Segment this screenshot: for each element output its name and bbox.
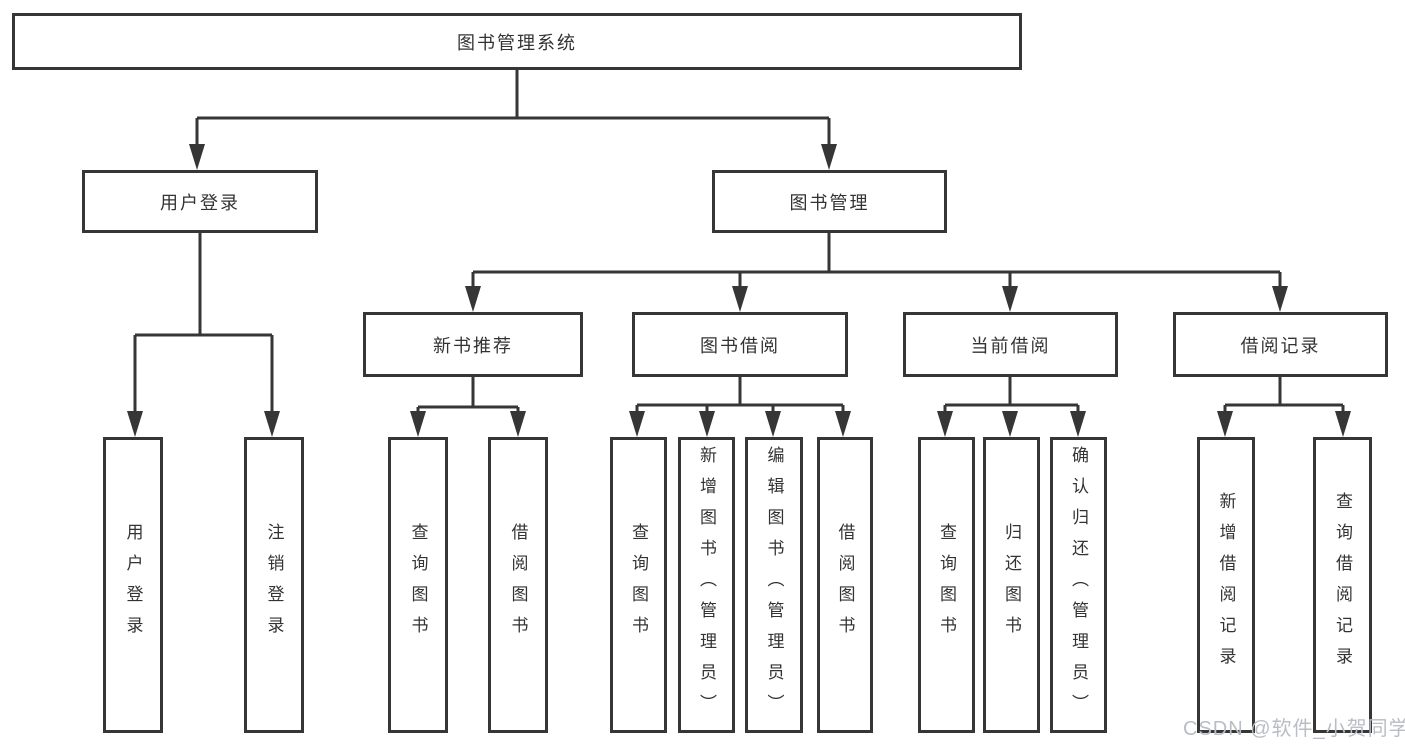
node-book-borrow: 图书借阅 — [632, 312, 848, 377]
node-label: 查询借阅记录 — [1333, 492, 1352, 678]
node-label: 确认归还（管理员） — [1069, 445, 1088, 725]
node-new-book-recommend: 新书推荐 — [363, 312, 583, 377]
arrow-down-icon — [264, 411, 280, 437]
leaf-borrow-query-books: 查询图书 — [610, 437, 667, 733]
node-label: 编辑图书（管理员） — [764, 445, 784, 725]
node-label: 图书借阅 — [700, 335, 780, 356]
arrow-down-icon — [1272, 286, 1288, 312]
leaf-borrow-borrow-books: 借阅图书 — [817, 437, 873, 733]
node-label: 图书管理系统 — [457, 32, 577, 53]
leaf-records-query-record: 查询借阅记录 — [1313, 437, 1372, 733]
node-label: 新增借阅记录 — [1216, 492, 1236, 678]
leaf-current-query-books: 查询图书 — [918, 437, 975, 733]
node-borrow-records: 借阅记录 — [1173, 312, 1388, 377]
arrow-down-icon — [1070, 411, 1086, 437]
leaf-borrow-add-books-admin: 新增图书（管理员） — [678, 437, 735, 733]
node-label: 图书管理 — [789, 192, 870, 213]
arrow-down-icon — [127, 411, 143, 437]
leaf-current-return-books: 归还图书 — [983, 437, 1040, 733]
node-label: 借阅记录 — [1240, 335, 1321, 356]
node-label: 查询图书 — [629, 523, 648, 647]
arrow-down-icon — [510, 411, 526, 437]
node-label: 用户登录 — [123, 523, 143, 647]
node-label: 归还图书 — [1002, 523, 1021, 647]
arrow-down-icon — [1217, 411, 1233, 437]
node-current-borrow: 当前借阅 — [903, 312, 1118, 377]
leaf-logout: 注销登录 — [244, 437, 304, 733]
arrowhead-icons — [127, 144, 1351, 437]
arrow-down-icon — [1335, 411, 1351, 437]
node-user-login: 用户登录 — [82, 170, 318, 233]
leaf-borrow-edit-books-admin: 编辑图书（管理员） — [745, 437, 803, 733]
node-book-management: 图书管理 — [712, 170, 947, 233]
node-label: 新书推荐 — [433, 335, 513, 356]
leaf-newbooks-query-books: 查询图书 — [388, 437, 448, 733]
arrow-down-icon — [821, 144, 837, 170]
node-label: 借阅图书 — [835, 523, 855, 647]
arrow-down-icon — [835, 411, 851, 437]
csdn-watermark: CSDN @软件_小贺同学 — [1183, 718, 1405, 740]
arrow-down-icon — [732, 286, 748, 312]
arrow-down-icon — [699, 411, 715, 437]
arrow-down-icon — [189, 144, 205, 170]
connector-lines — [133, 70, 1345, 413]
leaf-newbooks-borrow-books: 借阅图书 — [488, 437, 548, 733]
arrow-down-icon — [937, 411, 953, 437]
node-label: 查询图书 — [937, 523, 956, 647]
leaf-current-confirm-return-admin: 确认归还（管理员） — [1050, 437, 1107, 733]
arrow-down-icon — [465, 286, 481, 312]
arrow-down-icon — [1002, 286, 1018, 312]
node-label: 新增图书（管理员） — [697, 445, 716, 725]
arrow-down-icon — [1002, 411, 1018, 437]
node-label: 查询图书 — [408, 523, 428, 647]
node-label: 用户登录 — [160, 192, 240, 213]
arrow-down-icon — [765, 411, 781, 437]
node-label: 注销登录 — [264, 523, 284, 647]
arrow-down-icon — [629, 411, 645, 437]
leaf-user-login: 用户登录 — [103, 437, 163, 733]
node-root-system: 图书管理系统 — [12, 13, 1022, 70]
leaf-records-add-record: 新增借阅记录 — [1197, 437, 1255, 733]
node-label: 借阅图书 — [508, 523, 528, 647]
arrow-down-icon — [410, 411, 426, 437]
node-label: 当前借阅 — [970, 335, 1051, 356]
